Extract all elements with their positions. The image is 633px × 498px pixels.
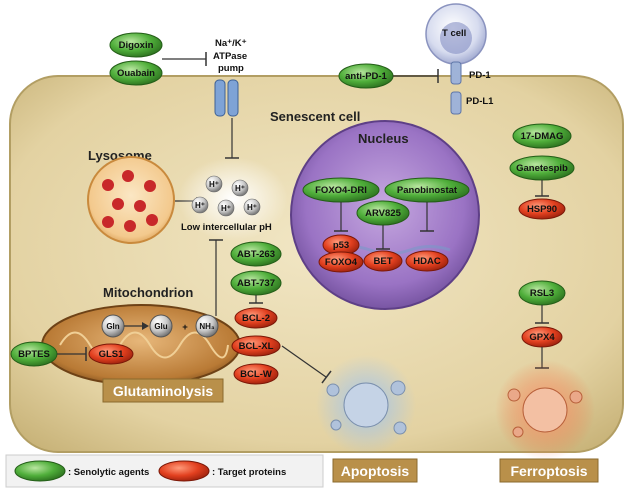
- agent-abt-737-label: ABT-737: [237, 278, 275, 289]
- target-bcl-xl: [231, 335, 281, 357]
- agent-17-dmag-label: 17-DMAG: [521, 131, 564, 142]
- target-gls1-label: GLS1: [99, 349, 125, 360]
- target-foxo4-label: FOXO4: [325, 257, 358, 268]
- glutaminolysis-label: Glutaminolysis: [113, 383, 214, 399]
- gln-label: Gln: [106, 322, 119, 331]
- bcl-to-apoptosis-line: [281, 345, 327, 378]
- pd1-label: PD-1: [469, 70, 491, 81]
- agent-17-dmag: [512, 123, 572, 149]
- agent-bptes-label: BPTES: [18, 349, 50, 360]
- pdl1-label: PD-L1: [466, 96, 494, 107]
- pump-label-1: Na⁺/K⁺: [215, 38, 247, 49]
- t-cell: T cell PD-1 PD-L1: [425, 3, 494, 115]
- agent-arv825-label: ARV825: [365, 208, 401, 219]
- h-ion-1: H⁺: [209, 180, 219, 189]
- legend-agents-label: : Senolytic agents: [68, 467, 149, 478]
- target-hdac-label: HDAC: [413, 256, 441, 267]
- h-ion-2: H⁺: [235, 184, 245, 193]
- pump-label-2: ATPase: [213, 51, 247, 62]
- lysosome: [87, 156, 175, 244]
- target-hsp90: [518, 198, 566, 220]
- apoptosis-banner: [332, 458, 418, 483]
- h-ion-5: H⁺: [247, 203, 257, 212]
- agent-foxo4-dri-label: FOXO4-DRI: [315, 185, 367, 196]
- metabolite-nh3: [195, 314, 219, 338]
- target-gls1: [88, 343, 134, 365]
- legend-target-swatch: [158, 460, 210, 482]
- pump-label-3: pump: [218, 63, 244, 74]
- target-hsp90-label: HSP90: [527, 204, 557, 215]
- ph-label: Low intercellular pH: [181, 222, 272, 233]
- agent-ouabain: [109, 60, 163, 86]
- agent-panobinostat-label: Panobinostat: [397, 185, 458, 196]
- metabolite-glu: [149, 314, 173, 338]
- senescent-cell-label: Senescent cell: [270, 109, 360, 124]
- target-bcl-2: [234, 307, 278, 329]
- agent-digoxin: [109, 32, 163, 58]
- target-p53-label: p53: [333, 240, 349, 251]
- mitochondrion-label: Mitochondrion: [103, 285, 193, 300]
- target-hdac: [405, 250, 449, 272]
- nh3-label: NH₃: [199, 322, 215, 331]
- agent-abt-263-label: ABT-263: [237, 249, 275, 260]
- agent-ouabain-label: Ouabain: [117, 68, 155, 79]
- target-gpx4-label: GPX4: [529, 332, 555, 343]
- target-foxo4: [318, 251, 364, 273]
- apoptosis-cell: [316, 355, 416, 455]
- target-bcl-xl-label: BCL-XL: [239, 341, 274, 352]
- h-ion-3: H⁺: [195, 201, 205, 210]
- agent-digoxin-label: Digoxin: [119, 40, 154, 51]
- h-ion-4: H⁺: [221, 204, 231, 213]
- legend-targets-label: : Target proteins: [212, 467, 286, 478]
- na-k-atpase-pump: [214, 79, 239, 117]
- ferroptosis-cell: [495, 360, 595, 460]
- legend: [5, 454, 324, 488]
- glutaminolysis-banner: [102, 378, 224, 403]
- ferroptosis-label: Ferroptosis: [510, 463, 587, 479]
- t-cell-label: T cell: [442, 28, 466, 39]
- glu-label: Glu: [154, 322, 167, 331]
- target-bcl-2-label: BCL-2: [242, 313, 270, 324]
- apoptosis-label: Apoptosis: [341, 463, 410, 479]
- agent-ganetespib-label: Ganetespib: [516, 163, 568, 174]
- target-bet-label: BET: [374, 256, 393, 267]
- low-ph-region: [178, 157, 288, 241]
- plus-sign: +: [182, 322, 188, 333]
- target-bcl-w: [233, 363, 279, 385]
- target-bet: [363, 250, 403, 272]
- agent-abt-263: [230, 241, 282, 267]
- ferroptosis-banner: [499, 458, 599, 483]
- nucleus-label: Nucleus: [358, 131, 409, 146]
- legend-agent-swatch: [14, 460, 66, 482]
- target-bcl-w-label: BCL-W: [240, 369, 272, 380]
- agent-rsl3-label: RSL3: [530, 288, 554, 299]
- agent-anti-pd1-label: anti-PD-1: [345, 71, 387, 82]
